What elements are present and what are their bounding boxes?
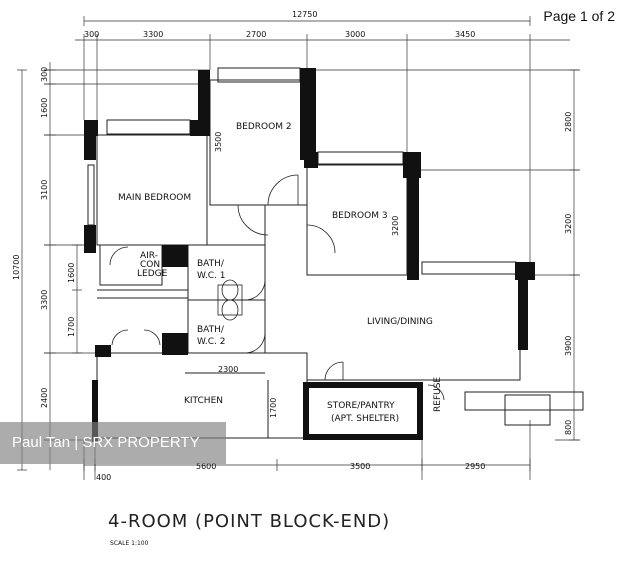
room-label-aircon-ledge-1: AIR-: [140, 251, 158, 261]
dim-bottom-3500: 3500: [350, 462, 370, 471]
room-label-bath2-line2: W.C. 2: [197, 337, 225, 347]
structural-walls: [84, 68, 535, 442]
dim-right-3900: 3900: [564, 336, 573, 356]
dim-inner-1700: 1700: [269, 398, 278, 418]
dim-right-2800: 2800: [564, 112, 573, 132]
room-label-bedroom-2: BEDROOM 2: [236, 122, 292, 132]
dim-top-2700: 2700: [246, 30, 266, 39]
dim-right-3200: 3200: [564, 214, 573, 234]
dim-right-800: 800: [564, 420, 573, 435]
room-label-kitchen: KITCHEN: [184, 396, 223, 406]
dim-left-1700: 1700: [67, 317, 76, 337]
dim-left-total: 10700: [12, 255, 21, 280]
room-label-store-2: (APT. SHELTER): [331, 414, 399, 424]
dim-top-3000: 3000: [345, 30, 365, 39]
dim-left-1600b: 1600: [67, 263, 76, 283]
dim-bottom-2950: 2950: [465, 462, 485, 471]
dim-left-1600a: 1600: [40, 98, 49, 118]
room-label-aircon-ledge-2: CON: [140, 260, 160, 270]
dim-top-3450: 3450: [455, 30, 475, 39]
room-label-bath1-line2: W.C. 1: [197, 271, 225, 281]
room-label-refuse: REFUSE: [433, 377, 443, 412]
dim-inner-3200: 3200: [391, 216, 400, 236]
plan-title: 4-ROOM (POINT BLOCK-END): [108, 511, 390, 532]
doors: [109, 174, 445, 401]
watermark-banner: Paul Tan | SRX PROPERTY: [0, 422, 226, 464]
scale-label: SCALE 1:100: [110, 540, 149, 547]
dim-inner-2300: 2300: [218, 365, 238, 374]
room-label-bedroom-3: BEDROOM 3: [332, 211, 388, 221]
dim-top-3300: 3300: [143, 30, 163, 39]
room-label-bath2-line1: BATH/: [197, 325, 225, 335]
room-label-living-dining: LIVING/DINING: [367, 317, 433, 327]
dim-left-2400: 2400: [40, 388, 49, 408]
room-label-store-1: STORE/PANTRY: [327, 401, 395, 411]
dim-left-3100: 3100: [40, 180, 49, 200]
dim-bottom-400: 400: [96, 473, 111, 482]
room-label-main-bedroom: MAIN BEDROOM: [118, 193, 191, 203]
room-label-bath1-line1: BATH/: [197, 259, 225, 269]
room-label-aircon-ledge-3: LEDGE: [137, 269, 168, 279]
dimension-lines: [17, 16, 580, 480]
dim-left-300: 300: [40, 67, 49, 82]
dim-top-total: 12750: [292, 10, 317, 19]
dim-top-300: 300: [84, 30, 99, 39]
dim-bottom-5600: 5600: [196, 462, 216, 471]
dim-inner-3500: 3500: [214, 132, 223, 152]
page-indicator: Page 1 of 2: [543, 8, 615, 24]
dim-left-3300: 3300: [40, 290, 49, 310]
bath-fixtures: [217, 279, 243, 321]
